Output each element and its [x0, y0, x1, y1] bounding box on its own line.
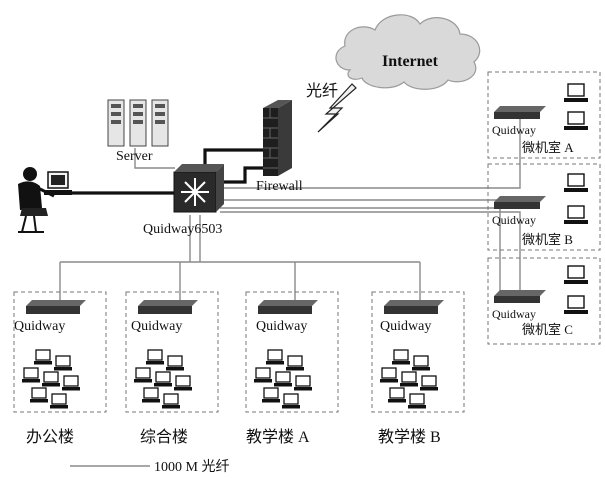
computer-icon [564, 83, 588, 102]
lab-name-label: 微机室 C [522, 322, 573, 337]
building-switch-label: Quidway [14, 319, 65, 334]
computer-cluster-icon [22, 350, 80, 409]
switch-icon [384, 300, 444, 314]
switch-icon [258, 300, 318, 314]
fiber-label: 光纤 [306, 82, 338, 100]
switch-icon [494, 196, 546, 209]
computer-cluster-icon [254, 350, 312, 409]
fiber-links [59, 118, 521, 300]
server-icon [107, 99, 169, 147]
switch-icon [26, 300, 86, 314]
firewall-label: Firewall [256, 179, 303, 194]
computer-icon [564, 295, 588, 314]
firewall-icon [263, 100, 292, 176]
internet-label: Internet [382, 53, 439, 70]
switch-icon [138, 300, 198, 314]
building-name-label: 教学楼 A [246, 428, 310, 446]
core-switch-icon [173, 164, 224, 213]
building-switch-label: Quidway [380, 319, 431, 334]
computer-cluster-icon [380, 350, 438, 409]
computer-icon [564, 173, 588, 192]
building-group-complex: Quidway [125, 291, 219, 413]
lightning-icon [317, 83, 357, 133]
lab-switch-label: Quidway [492, 307, 536, 321]
lab-switch-label: Quidway [492, 213, 536, 227]
building-name-label: 教学楼 B [378, 428, 441, 446]
building-switch-label: Quidway [131, 319, 182, 334]
trunk-links [60, 148, 278, 195]
lab-switch-label: Quidway [492, 123, 536, 137]
computer-icon [564, 205, 588, 224]
lab-name-label: 微机室 A [522, 140, 574, 155]
server-label: Server [116, 149, 153, 164]
building-group-office: Quidway [13, 291, 107, 413]
computer-cluster-icon [134, 350, 192, 409]
internet-cloud: Internet [335, 14, 481, 90]
switch-icon [494, 290, 546, 303]
legend-label: 1000 M 光纤 [154, 459, 229, 475]
admin-user-icon [18, 167, 55, 233]
lab-group-a: Quidway 微机室 A [487, 71, 601, 159]
legend: 1000 M 光纤 [70, 459, 229, 475]
building-name-label: 办公楼 [26, 428, 74, 446]
building-group-teach-a: Quidway [245, 291, 339, 413]
computer-icon [564, 265, 588, 284]
building-switch-label: Quidway [256, 319, 307, 334]
admin-computer-icon [44, 171, 72, 195]
computer-icon [564, 111, 588, 130]
switch-icon [494, 106, 546, 119]
lab-group-c: Quidway 微机室 C [487, 257, 601, 345]
lab-name-label: 微机室 B [522, 232, 573, 247]
core-switch-label: Quidway6503 [143, 222, 222, 237]
building-name-label: 综合楼 [140, 428, 188, 446]
building-group-teach-b: Quidway [371, 291, 465, 413]
lab-group-b: Quidway 微机室 B [487, 163, 601, 251]
